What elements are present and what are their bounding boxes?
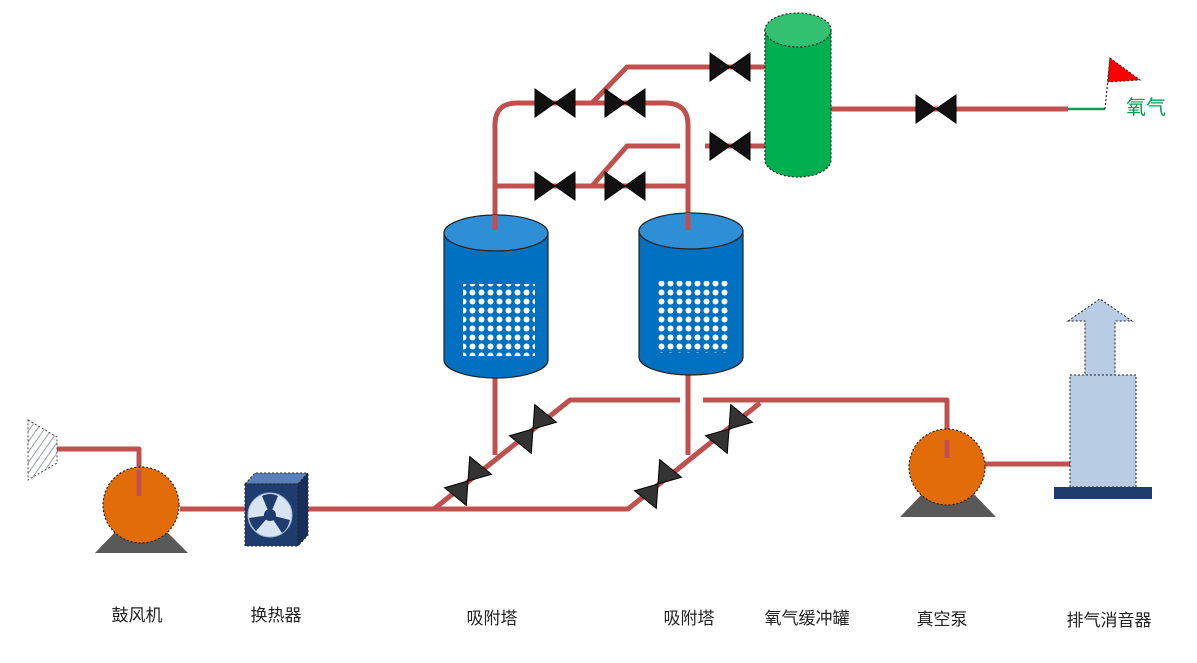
feed-main-pipe bbox=[304, 401, 762, 512]
oxygen-outlet bbox=[1068, 57, 1142, 111]
vacuum-pump-base bbox=[900, 493, 996, 517]
valve-group bbox=[443, 52, 957, 510]
outlet-flag-icon bbox=[1107, 57, 1142, 83]
valve-icon bbox=[443, 455, 493, 507]
vacuum-pump-icon bbox=[908, 428, 986, 506]
muffler-base bbox=[1054, 487, 1152, 499]
valve-icon bbox=[604, 171, 646, 201]
valve-icon bbox=[704, 403, 754, 455]
valve-icon bbox=[604, 88, 646, 118]
heat-exchanger-fan-icon bbox=[247, 492, 293, 538]
vacuum-pipe bbox=[703, 397, 950, 440]
valve-icon bbox=[709, 52, 751, 82]
exhaust-muffler bbox=[1054, 298, 1152, 499]
blower bbox=[95, 466, 188, 553]
valve-icon bbox=[709, 131, 751, 161]
valve-icon bbox=[534, 88, 576, 118]
valve-icon bbox=[915, 94, 957, 124]
blower-label: 鼓风机 bbox=[111, 606, 163, 626]
oxygen-outlet-label: 氧气 bbox=[1126, 95, 1166, 119]
valve-icon bbox=[633, 458, 683, 510]
intake-filter-icon bbox=[27, 419, 58, 481]
blower-pump-icon bbox=[102, 466, 180, 544]
vacuum-pump-label: 真空泵 bbox=[916, 610, 968, 630]
heat-exchanger bbox=[243, 471, 310, 548]
heat-exchanger-label: 换热器 bbox=[250, 606, 302, 626]
tower-b-label: 吸附塔 bbox=[663, 609, 715, 629]
product-pipe-lower bbox=[590, 143, 680, 188]
tower-a-top-pipe bbox=[492, 100, 691, 230]
tower-a-label: 吸附塔 bbox=[466, 609, 518, 629]
oxygen-buffer-tank bbox=[764, 12, 832, 178]
exhaust-arrow-icon bbox=[1066, 298, 1134, 376]
adsorption-tower-a bbox=[443, 214, 549, 379]
vacuum-pump bbox=[900, 428, 996, 517]
adsorption-tower-b bbox=[638, 212, 744, 376]
buffer-tank-label: 氧气缓冲罐 bbox=[764, 609, 850, 629]
valve-icon bbox=[534, 171, 576, 201]
muffler-label: 排气消音器 bbox=[1066, 611, 1152, 631]
valve-icon bbox=[508, 403, 558, 455]
